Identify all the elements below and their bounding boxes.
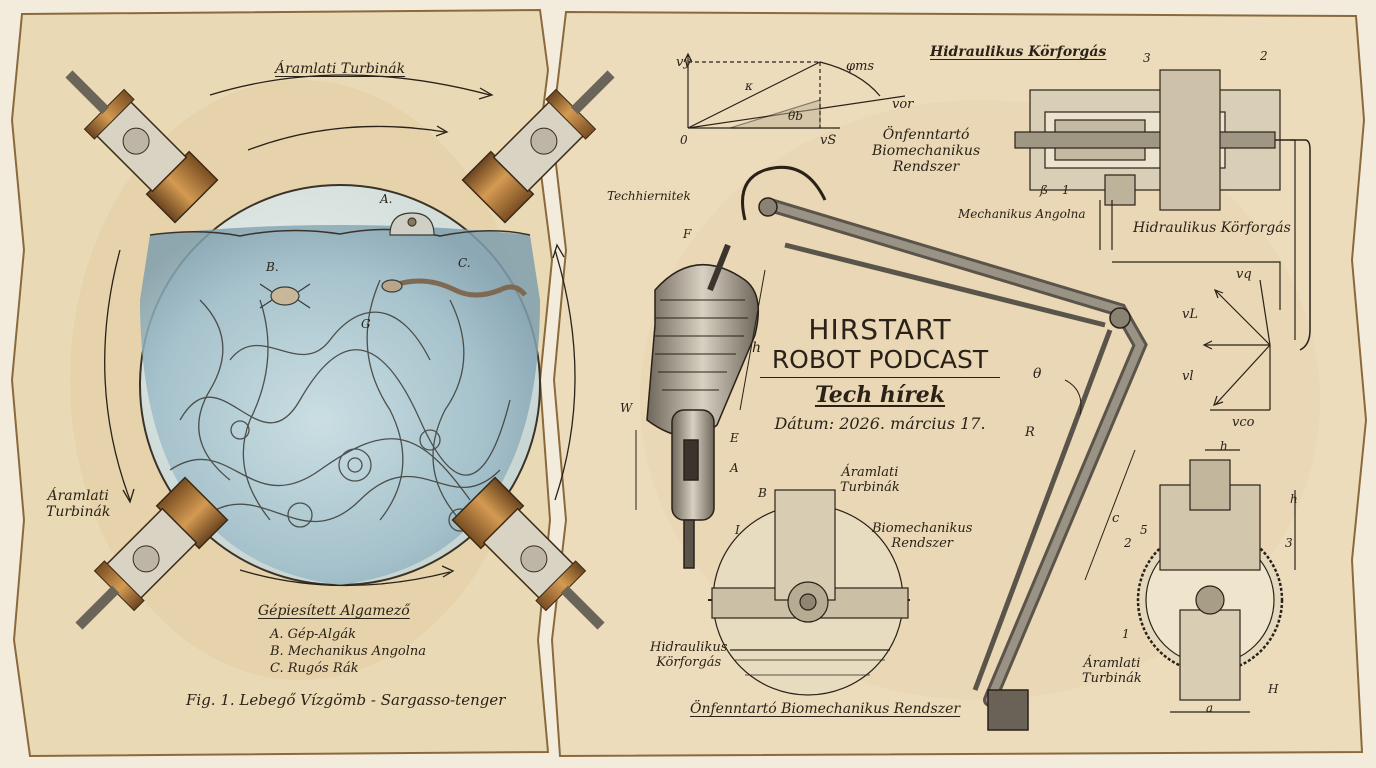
label-h-right2: h — [1290, 492, 1298, 506]
label-self-system-line2: Biomechanikus — [872, 143, 981, 160]
label-num1b: 1 — [1122, 627, 1130, 641]
label-num3: 3 — [1143, 51, 1151, 65]
gear-mechanism — [1136, 449, 1296, 713]
label-a-right: a — [1206, 701, 1214, 715]
title-line2: ROBOT PODCAST — [760, 345, 1000, 378]
title-line3: Tech hírek — [814, 381, 946, 408]
label-hydraulic-bottom-line2: Körforgás — [656, 654, 722, 670]
label-theta0: θb — [788, 109, 803, 123]
label-vs: vS — [820, 133, 837, 148]
label-biomech-line1: Biomechanikus — [872, 521, 973, 536]
label-mech-eel: Mechanikus Angolna — [958, 207, 1086, 221]
mic-arm — [741, 165, 1148, 731]
label-turbines-right-line1: Áramlati — [1083, 656, 1141, 671]
label-num3b: 3 — [1285, 536, 1293, 550]
label-hydraulic-bottom: Hidraulikus Körforgás — [650, 640, 728, 671]
turbine-bottom-left — [75, 476, 229, 630]
figure-caption: Fig. 1. Lebegő Vízgömb - Sargasso-tenger — [186, 691, 506, 709]
title-date: Dátum: 2026. március 17. — [774, 413, 986, 433]
label-phi: φms — [846, 59, 875, 74]
label-biomech: Biomechanikus Rendszer — [872, 521, 973, 552]
legend: A. Gép-Algák B. Mechanikus Angolna C. Ru… — [270, 626, 426, 677]
label-B-mid: B — [758, 486, 767, 500]
label-turbines-right-line2: Turbinák — [1082, 670, 1142, 686]
label-vl: vl — [1182, 369, 1194, 384]
label-vL: vL — [1182, 307, 1198, 322]
water-globe — [139, 184, 541, 586]
label-biomech-line2: Rendszer — [891, 535, 954, 551]
label-hydraulic-top: Hidraulikus Körforgás — [930, 44, 1107, 60]
spring-crab — [259, 283, 311, 309]
label-num2b: 2 — [1124, 536, 1132, 550]
podcast-title-block: HIRSTART ROBOT PODCAST Tech hírek Dátum:… — [760, 313, 1000, 433]
label-beta: ß — [1040, 183, 1049, 197]
vector-diagram-right — [1202, 279, 1271, 411]
label-turbines-left: Áramlati Turbinák — [46, 488, 110, 520]
label-turbines-mid-line1: Áramlati — [841, 465, 899, 480]
label-turbines-top: Áramlati Turbinák — [275, 61, 406, 77]
turbine-bottom-right — [451, 476, 605, 630]
marker-a: A. — [380, 192, 393, 206]
marker-c: C. — [458, 256, 471, 270]
label-vor: vor — [892, 97, 914, 112]
label-F: F — [683, 227, 692, 241]
label-techniernitek: Techhiernitek — [607, 189, 691, 203]
label-I-mid: I — [735, 523, 740, 537]
marker-b: B. — [266, 260, 279, 274]
legend-item-c: C. Rugós Rák — [270, 661, 359, 676]
label-self-system-line3: Rendszer — [892, 159, 960, 176]
label-num2: 2 — [1260, 49, 1268, 63]
label-origin: 0 — [680, 133, 688, 147]
label-kappa: κ — [745, 79, 753, 93]
label-E: E — [730, 431, 739, 445]
cross-section — [708, 489, 910, 696]
turbine-top-right — [461, 70, 615, 224]
label-turbines-mid-line2: Turbinák — [840, 479, 900, 495]
dimension-lines — [635, 269, 1136, 581]
legend-item-a: A. Gép-Algák — [270, 627, 356, 642]
label-num1: 1 — [1062, 183, 1070, 197]
label-h-right: h — [1220, 439, 1228, 453]
floating-buoy — [389, 212, 435, 236]
label-turbines-left-line2: Turbinák — [46, 504, 111, 521]
label-turbines-right: Áramlati Turbinák — [1082, 656, 1142, 687]
label-W: W — [620, 401, 633, 415]
label-self-system: Önfenntartó Biomechanikus Rendszer — [872, 127, 980, 175]
label-num5: 5 — [1140, 523, 1148, 537]
label-hydraulic-right: Hidraulikus Körforgás — [1133, 220, 1291, 236]
label-turbines-left-line1: Áramlati — [47, 488, 109, 504]
label-self-system-bottom: Önfenntartó Biomechanikus Rendszer — [690, 701, 961, 717]
label-theta: θ — [1033, 366, 1042, 382]
title-line1: HIRSTART — [808, 313, 952, 346]
velocity-diagram — [683, 52, 906, 129]
marker-g: G — [361, 317, 371, 331]
label-h-mic: h — [752, 340, 762, 356]
flow-arrows — [104, 74, 576, 587]
hydraulic-cylinder — [1014, 69, 1311, 351]
label-c: c — [1112, 511, 1120, 526]
mechanical-eel — [381, 278, 527, 298]
label-vq: vq — [1236, 267, 1252, 282]
label-A-mic: A — [730, 461, 739, 475]
label-vco: vco — [1232, 415, 1255, 430]
legend-item-b: B. Mechanikus Angolna — [270, 644, 426, 659]
label-self-system-line1: Önfenntartó — [882, 127, 970, 143]
label-vy: vy — [676, 55, 691, 70]
label-algae-field: Gépiesített Algamező — [258, 603, 410, 619]
label-hydraulic-bottom-line1: Hidraulikus — [650, 640, 728, 655]
microphone — [646, 243, 760, 569]
turbine-top-left — [65, 70, 219, 224]
label-H-right: H — [1268, 682, 1279, 696]
label-R: R — [1025, 425, 1035, 440]
label-turbines-mid: Áramlati Turbinák — [840, 465, 900, 496]
